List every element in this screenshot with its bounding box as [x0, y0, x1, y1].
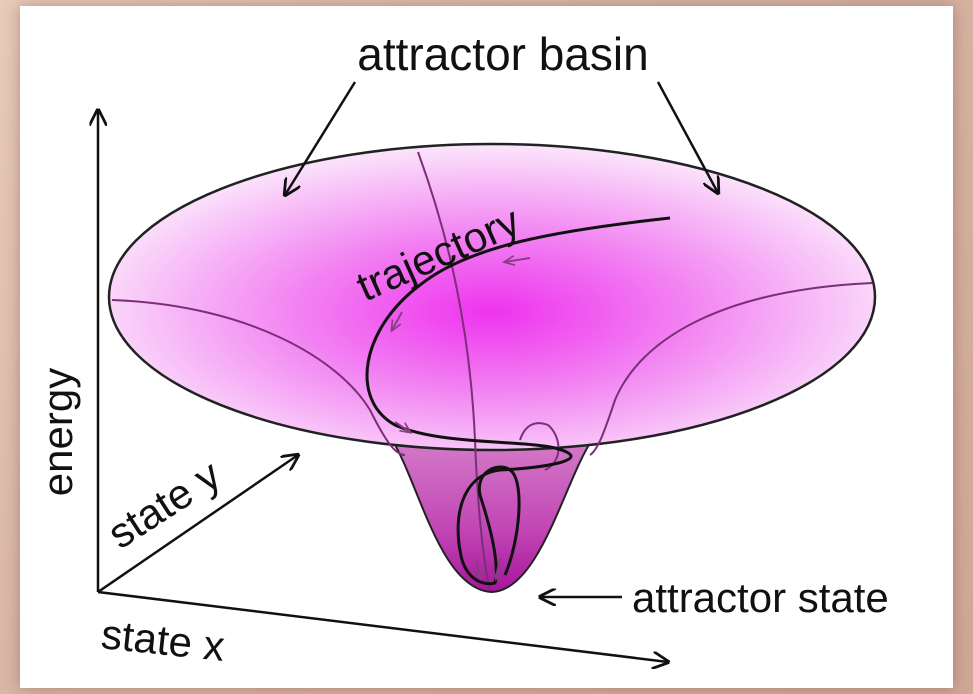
coordinate-axes	[98, 110, 668, 662]
attractor-state-label: attractor state	[632, 574, 889, 621]
energy-axis-label: energy	[34, 368, 81, 496]
flow-direction-arrows	[392, 258, 531, 578]
state-x-axis-label: state x	[99, 610, 227, 670]
label-pointers	[285, 81, 718, 597]
basin-pointer-left	[285, 81, 357, 195]
basin-contour-lines	[111, 151, 873, 591]
attractor-well	[390, 439, 594, 594]
attractor-basin-surface	[107, 142, 877, 452]
trajectory-path	[365, 216, 671, 586]
state-x-axis	[97, 590, 668, 662]
state-y-axis-label: state y	[99, 451, 228, 558]
basin-pointer-right	[656, 81, 718, 193]
state-y-axis	[97, 455, 298, 594]
attractor-basin-label: attractor basin	[357, 28, 648, 80]
